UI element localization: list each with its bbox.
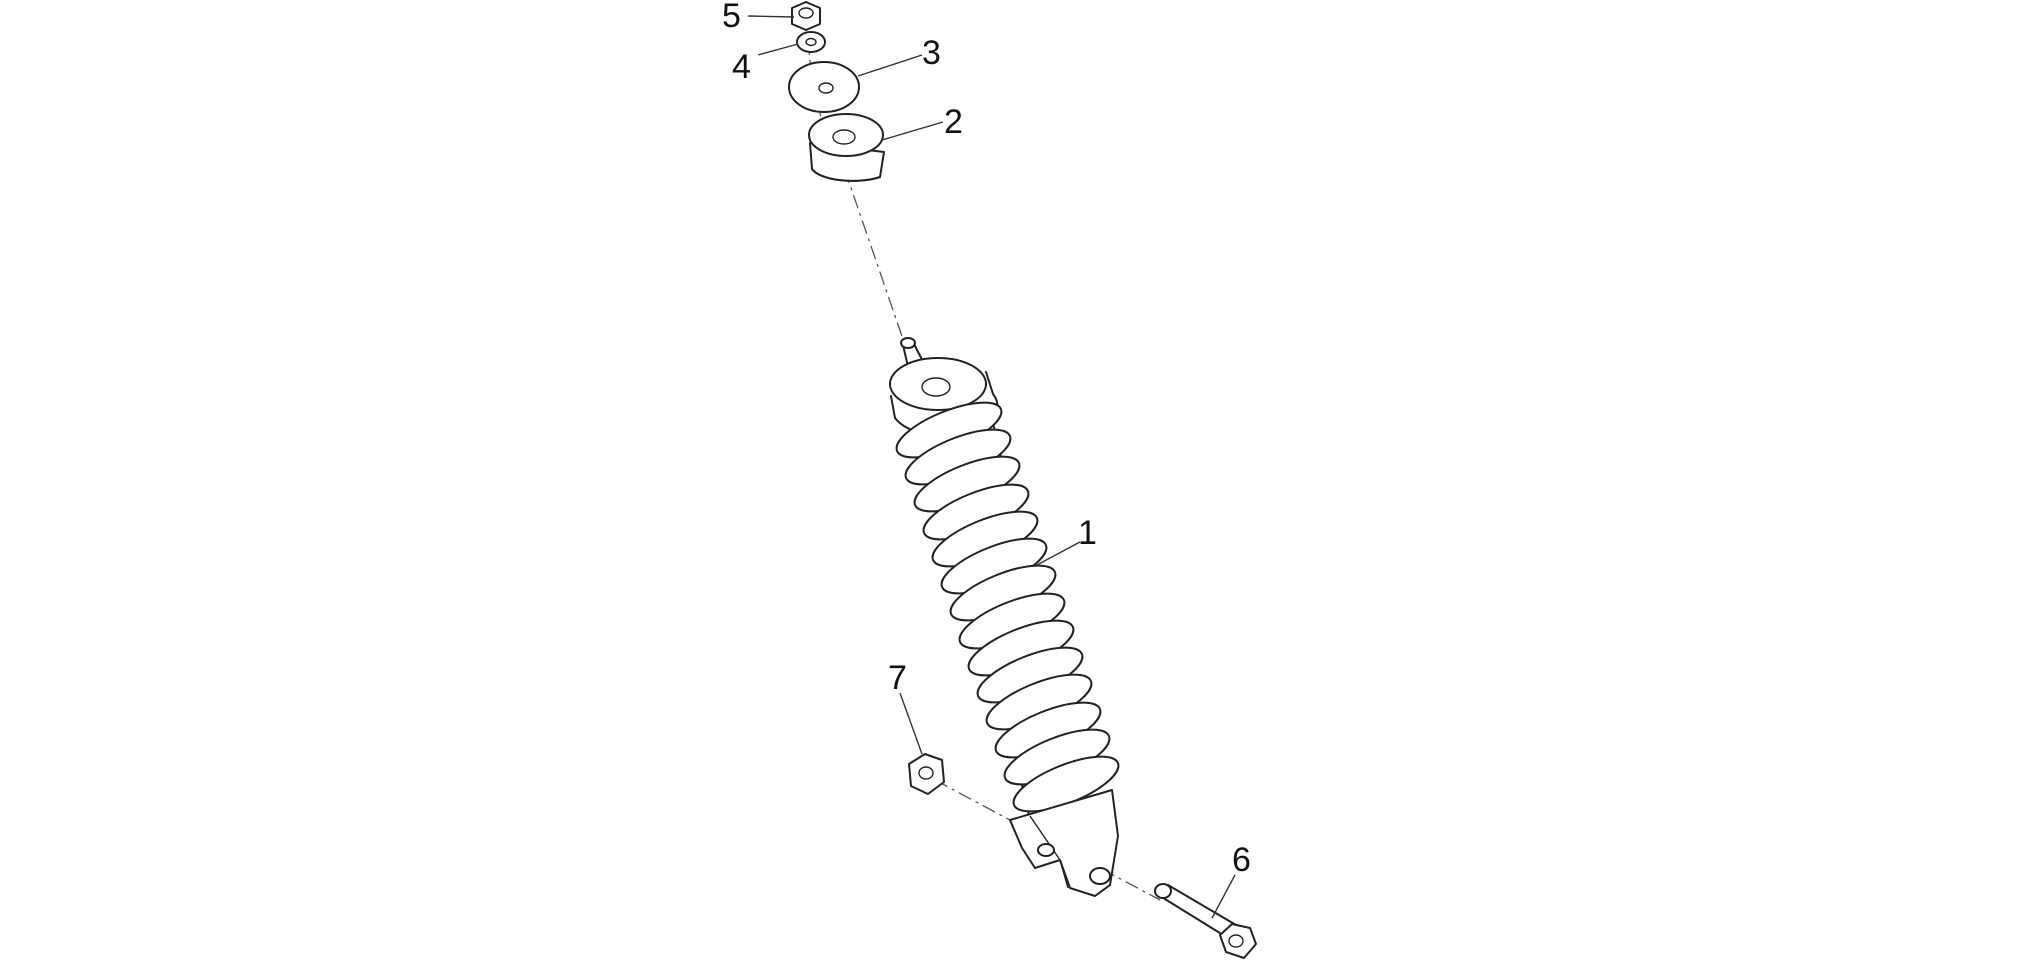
leader-3 — [857, 54, 923, 77]
callout-labels: 5 4 3 2 1 7 6 — [722, 0, 1251, 879]
callout-7: 7 — [888, 659, 907, 697]
leader-5 — [747, 15, 795, 18]
callout-3: 3 — [922, 34, 941, 72]
callout-5: 5 — [722, 0, 741, 35]
callout-2: 2 — [944, 103, 963, 141]
leader-lines — [747, 15, 1236, 919]
leader-2 — [881, 121, 944, 141]
callout-6: 6 — [1232, 841, 1251, 879]
leader-1 — [1034, 541, 1081, 567]
leader-4 — [757, 43, 799, 56]
bottom-mount-bracket — [1009, 789, 1119, 897]
coil-spring — [895, 401, 1120, 813]
part-5-hex-nut — [791, 1, 821, 31]
callout-4: 4 — [732, 48, 751, 86]
part-3-large-washer — [788, 61, 860, 113]
callout-1: 1 — [1078, 514, 1097, 552]
leader-7 — [899, 692, 923, 755]
part-1-shock-absorber — [889, 337, 1120, 897]
part-7-lower-nut — [908, 753, 945, 795]
leader-6 — [1211, 874, 1236, 919]
part-6-flange-bolt — [1154, 883, 1257, 959]
part-2-bushing — [808, 113, 885, 182]
part-4-washer — [796, 31, 826, 53]
